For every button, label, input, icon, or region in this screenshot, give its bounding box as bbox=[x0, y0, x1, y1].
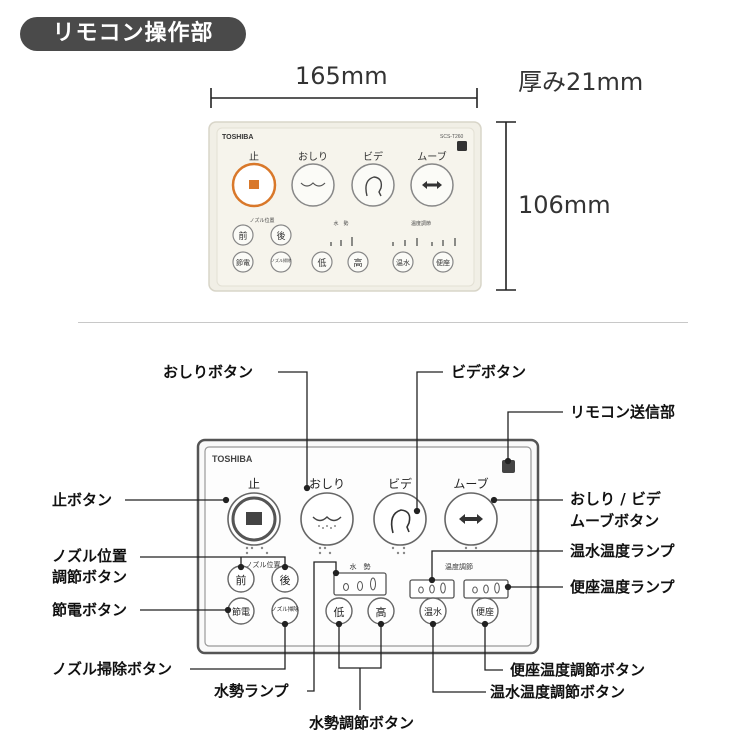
leader-lines bbox=[125, 371, 563, 710]
seat-label-photo: 便座 bbox=[436, 258, 450, 267]
warm-water-label-photo: 温水 bbox=[396, 258, 410, 267]
thickness-dimension: 厚み21mm bbox=[518, 68, 644, 96]
callout-warm-water-adjust-button: 温水温度調節ボタン bbox=[490, 683, 626, 701]
transmitter-photo bbox=[457, 141, 467, 151]
water-force-lamp bbox=[333, 572, 387, 596]
temp-adjust-label: 温度調節 bbox=[445, 562, 473, 571]
stop-label: 止 bbox=[248, 477, 260, 491]
water-force-label-photo: 水 勢 bbox=[333, 220, 348, 227]
bidet-button bbox=[373, 492, 427, 546]
back-label-photo: 後 bbox=[276, 230, 285, 242]
callout-move-button-line2: ムーブボタン bbox=[570, 512, 660, 530]
oshiri-label-photo: おしり bbox=[298, 151, 328, 163]
transmitter bbox=[502, 460, 515, 473]
nozzle-pos-label: ノズル位置 bbox=[246, 560, 281, 569]
callout-nozzle-pos-line2: 調節ボタン bbox=[52, 568, 128, 586]
power-save-label-photo: 節電 bbox=[236, 258, 250, 267]
oshiri-button bbox=[300, 492, 354, 546]
move-label-photo: ムーブ bbox=[417, 150, 446, 163]
nozzle-clean-label: ノズル掃除 bbox=[271, 605, 299, 613]
bidet-label: ビデ bbox=[388, 476, 412, 491]
callout-warm-water-lamp: 温水温度ランプ bbox=[570, 542, 675, 560]
callout-move-button-line1: おしり / ビデ bbox=[570, 490, 661, 508]
stop-label-photo: 止 bbox=[249, 151, 259, 163]
front-label: 前 bbox=[236, 573, 247, 587]
move-label: ムーブ bbox=[453, 476, 488, 491]
low-label-photo: 低 bbox=[317, 257, 326, 269]
warm-water-label: 温水 bbox=[424, 606, 442, 618]
callout-oshiri-button: おしりボタン bbox=[163, 363, 254, 381]
move-icon bbox=[459, 514, 483, 524]
nozzle-pos-label-photo: ノズル位置 bbox=[249, 217, 274, 224]
water-force-label: 水 勢 bbox=[350, 562, 371, 571]
model-text: SCS-T260 bbox=[440, 134, 464, 140]
bidet-label-photo: ビデ bbox=[363, 150, 383, 163]
callout-transmitter: リモコン送信部 bbox=[570, 403, 676, 421]
callout-nozzle-clean-button: ノズル掃除ボタン bbox=[52, 660, 173, 678]
power-save-label: 節電 bbox=[232, 606, 250, 618]
callout-bidet-button: ビデボタン bbox=[451, 363, 527, 381]
callout-stop-button: 止ボタン bbox=[52, 491, 113, 509]
seat-label: 便座 bbox=[476, 606, 494, 618]
width-dimension: 165mm bbox=[295, 62, 388, 90]
remote-photo: TOSHIBA SCS-T260 止 おしり ビデ ムーブ ノズル位置 前 後 … bbox=[208, 88, 516, 292]
callout-water-force-lamp: 水勢ランプ bbox=[214, 682, 289, 700]
callout-power-save-button: 節電ボタン bbox=[52, 601, 128, 619]
high-label: 高 bbox=[376, 605, 387, 619]
divider bbox=[78, 322, 688, 323]
callout-nozzle-pos-line1: ノズル位置 bbox=[52, 547, 128, 565]
oshiri-label: おしり bbox=[309, 477, 345, 491]
height-dimension: 106mm bbox=[518, 191, 611, 219]
bidet-icon bbox=[390, 509, 411, 534]
stop-icon bbox=[246, 512, 262, 525]
brand-text: TOSHIBA bbox=[212, 454, 253, 464]
oshiri-icon bbox=[312, 516, 342, 522]
nozzle-clean-label-photo: ノズル掃除 bbox=[271, 257, 291, 263]
section-title: リモコン操作部 bbox=[20, 17, 246, 51]
front-label-photo: 前 bbox=[238, 230, 247, 242]
callout-seat-lamp: 便座温度ランプ bbox=[570, 578, 675, 596]
low-label: 低 bbox=[334, 606, 345, 619]
back-label: 後 bbox=[280, 573, 291, 587]
callout-water-force-adjust-button: 水勢調節ボタン bbox=[309, 714, 415, 732]
callout-seat-adjust-button: 便座温度調節ボタン bbox=[510, 661, 646, 679]
seat-lamp bbox=[463, 579, 509, 599]
high-label-photo: 高 bbox=[353, 257, 362, 269]
temp-adjust-label-photo: 温度調節 bbox=[411, 220, 431, 227]
brand-text-photo: TOSHIBA bbox=[222, 134, 253, 141]
